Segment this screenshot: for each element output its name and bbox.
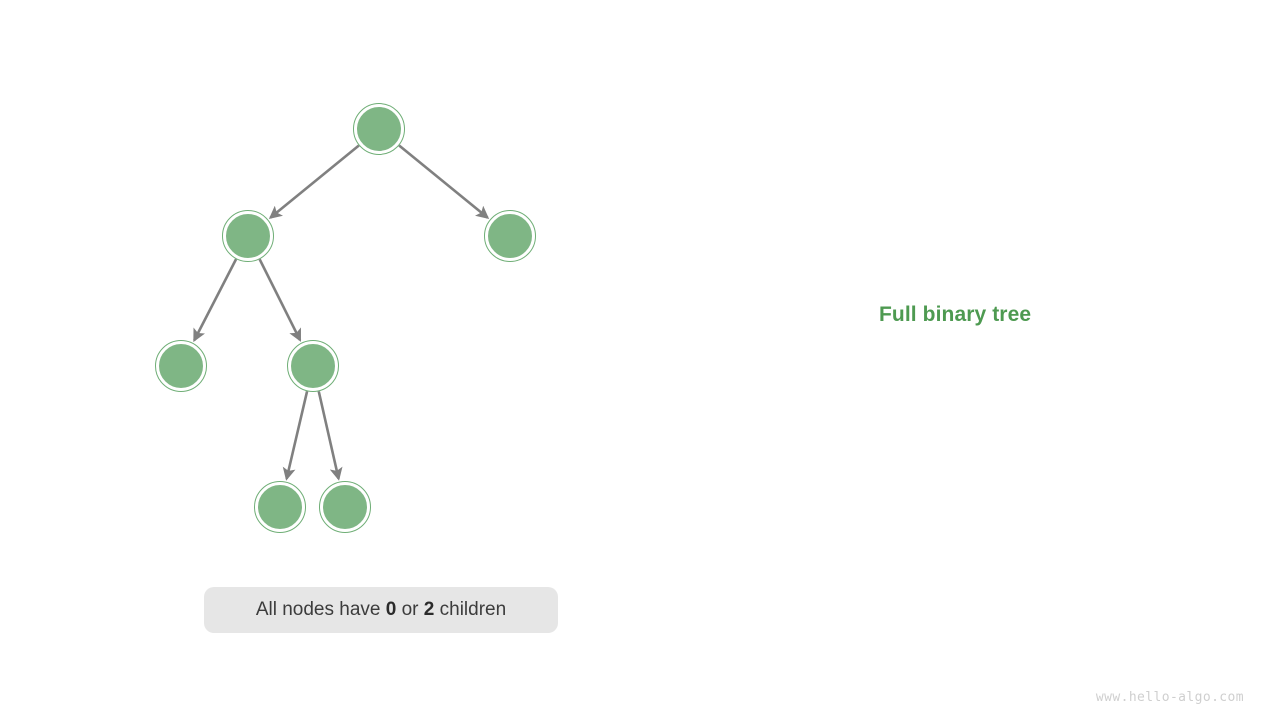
- caption-suffix: children: [434, 599, 507, 620]
- tree-edge-group: [193, 144, 490, 481]
- caption-text: All nodes have 0 or 2 children: [256, 599, 506, 621]
- tree-node-left-right[interactable]: [287, 340, 339, 392]
- tree-node-left-left[interactable]: [155, 340, 207, 392]
- tree-edge: [282, 391, 309, 481]
- caption-bold-two: 2: [423, 599, 435, 620]
- tree-edge: [193, 258, 238, 343]
- tree-edge: [258, 258, 302, 342]
- caption-middle: or: [396, 599, 424, 620]
- tree-edge: [398, 144, 490, 219]
- tree-edge: [268, 144, 360, 219]
- tree-node-root[interactable]: [353, 103, 405, 155]
- tree-edge: [317, 391, 343, 481]
- tree-node-right[interactable]: [484, 210, 536, 262]
- tree-node-left[interactable]: [222, 210, 274, 262]
- tree-node-leaf-left[interactable]: [254, 481, 306, 533]
- caption-box: All nodes have 0 or 2 children: [204, 587, 558, 633]
- caption-bold-zero: 0: [385, 599, 397, 620]
- figure-title: Full binary tree: [879, 303, 1032, 326]
- tree-node-leaf-right[interactable]: [319, 481, 371, 533]
- caption-prefix: All nodes have: [255, 599, 386, 620]
- watermark: www.hello-algo.com: [1095, 690, 1244, 705]
